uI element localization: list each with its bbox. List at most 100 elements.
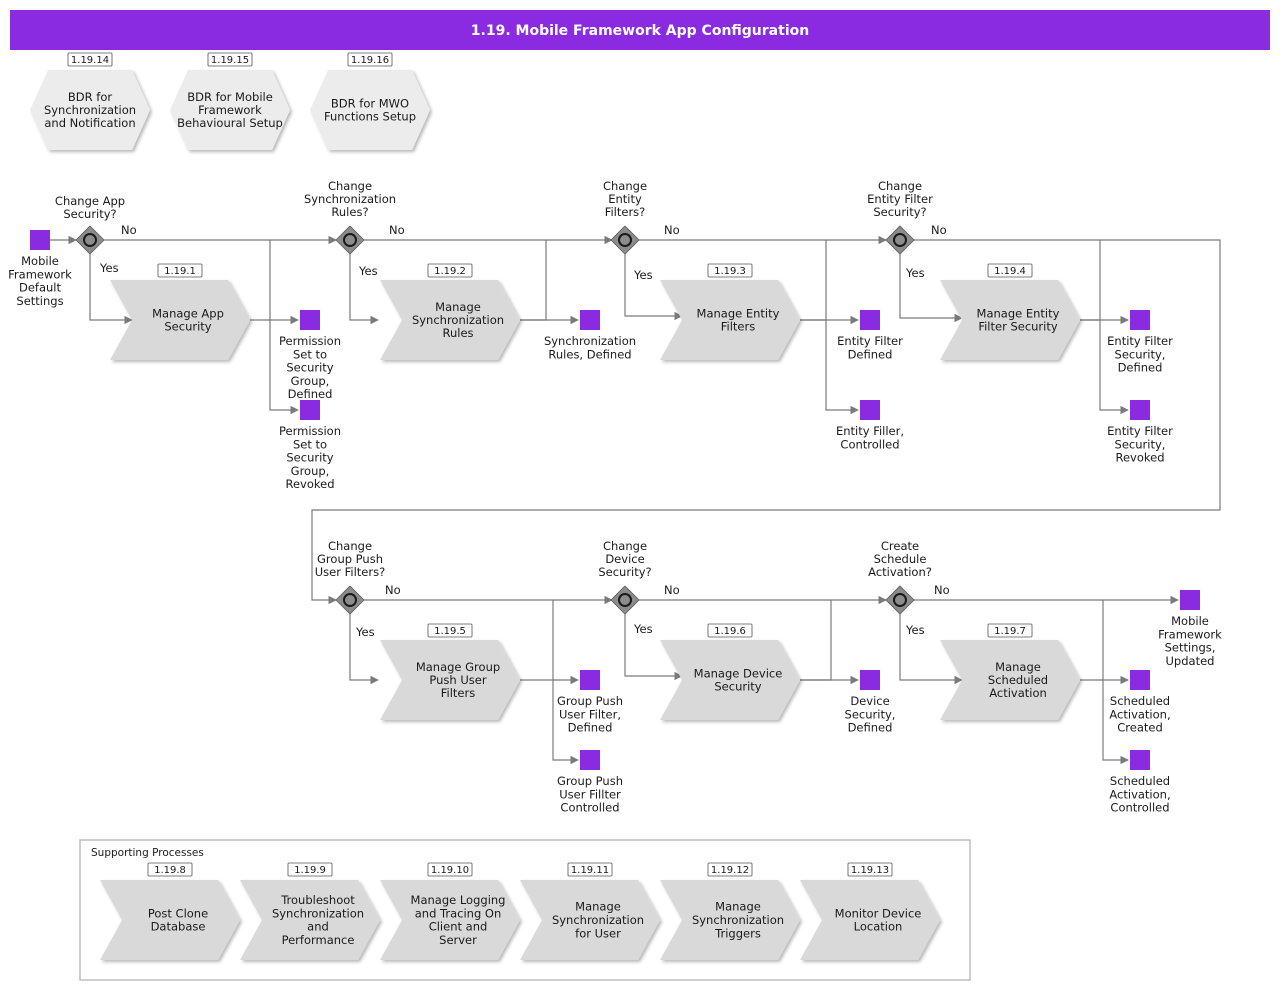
svg-text:1.19.15: 1.19.15 [211, 55, 249, 66]
event-square [1130, 400, 1150, 420]
process-chevron[interactable] [800, 880, 940, 960]
process-chevron[interactable] [380, 280, 520, 360]
process-code-badge: 1.19.3 [707, 263, 753, 278]
supporting-panel-title: Supporting Processes [91, 847, 204, 859]
gateway-diamond [885, 225, 915, 255]
process-chevron[interactable] [380, 880, 520, 960]
yes-label: Yes [633, 268, 653, 282]
hexagon-shape [170, 70, 290, 150]
yes-label: Yes [905, 266, 925, 280]
no-label: No [389, 223, 405, 237]
event-square [1130, 310, 1150, 330]
yes-label: Yes [905, 623, 925, 637]
svg-text:1.19.13: 1.19.13 [851, 865, 889, 876]
yes-label: Yes [355, 625, 375, 639]
process-chevron[interactable] [660, 280, 800, 360]
no-label: No [664, 223, 680, 237]
process-chevron[interactable] [100, 880, 240, 960]
process-chevron[interactable] [110, 280, 250, 360]
gateway-diamond [335, 585, 365, 615]
svg-text:1.19.9: 1.19.9 [294, 865, 326, 876]
svg-text:1.19.2: 1.19.2 [434, 266, 466, 277]
gateway-circle [618, 593, 632, 607]
process-chevron[interactable] [380, 640, 520, 720]
gateway-circle [893, 593, 907, 607]
process-code-badge: 1.19.1 [157, 263, 203, 278]
event-square [860, 400, 880, 420]
process-code-badge: 1.19.13 [847, 862, 893, 877]
process-chevron[interactable] [940, 640, 1080, 720]
svg-text:1.19.3: 1.19.3 [714, 266, 746, 277]
yes-label: Yes [99, 261, 119, 275]
event-square [1130, 670, 1150, 690]
svg-text:1.19.16: 1.19.16 [351, 55, 389, 66]
hexagon-shape [30, 70, 150, 150]
process-code-badge: 1.19.4 [987, 263, 1033, 278]
event-5[interactable]: Entity Filler,Controlled [836, 400, 904, 451]
process-chevron[interactable] [660, 880, 800, 960]
gateway-diamond [610, 585, 640, 615]
process-chevron[interactable] [520, 880, 660, 960]
svg-text:1.19.6: 1.19.6 [714, 626, 746, 637]
process-chevron[interactable] [660, 640, 800, 720]
svg-text:1.19.11: 1.19.11 [571, 865, 609, 876]
process-chevron[interactable] [940, 280, 1080, 360]
process-code-badge: 1.19.12 [707, 862, 753, 877]
process-chevron[interactable] [240, 880, 380, 960]
